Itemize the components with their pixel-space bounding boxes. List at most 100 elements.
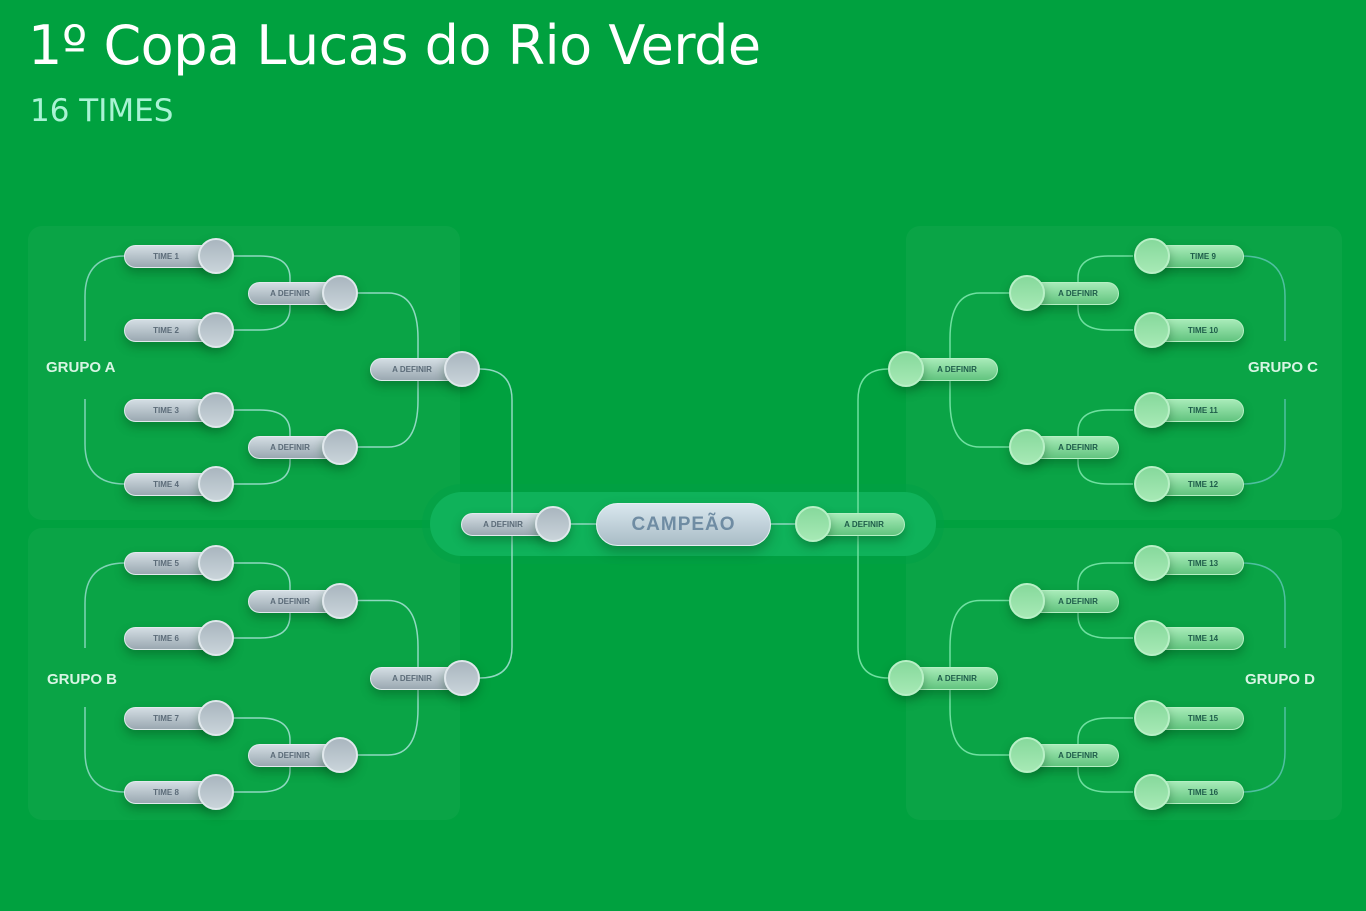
- team-slot-6[interactable]: TIME 6: [124, 620, 234, 656]
- round2-slot[interactable]: A DEFINIR: [248, 429, 358, 465]
- score-circle[interactable]: [198, 466, 234, 502]
- round2-slot[interactable]: A DEFINIR: [1009, 275, 1119, 311]
- score-circle[interactable]: [198, 545, 234, 581]
- round2-slot[interactable]: A DEFINIR: [248, 582, 358, 619]
- slot-label: TIME 9: [1152, 245, 1244, 268]
- score-circle[interactable]: [198, 392, 234, 428]
- score-circle[interactable]: [1134, 312, 1170, 348]
- slot-label: A DEFINIR: [461, 513, 553, 536]
- connector-line: [234, 409, 291, 447]
- champion-slot[interactable]: CAMPEÃO: [596, 503, 771, 546]
- semifinal-slot[interactable]: A DEFINIR: [888, 351, 998, 387]
- score-circle[interactable]: [444, 660, 480, 696]
- connector-line: [1077, 293, 1133, 331]
- score-circle[interactable]: [322, 737, 358, 773]
- score-circle[interactable]: [198, 774, 234, 810]
- score-circle[interactable]: [198, 312, 234, 348]
- connector-line: [84, 255, 126, 341]
- connector-line: [1077, 717, 1133, 755]
- team-slot-1[interactable]: TIME 1: [124, 238, 234, 274]
- score-circle[interactable]: [1009, 429, 1045, 465]
- score-circle[interactable]: [1009, 737, 1045, 773]
- score-circle[interactable]: [322, 582, 358, 619]
- connector-line: [84, 562, 126, 648]
- score-circle[interactable]: [1134, 392, 1170, 428]
- semifinal-slot[interactable]: A DEFINIR: [370, 660, 480, 696]
- slot-label: TIME 1: [124, 245, 216, 268]
- slot-label: TIME 7: [124, 707, 216, 730]
- semifinal-slot[interactable]: A DEFINIR: [888, 660, 998, 696]
- slot-label: TIME 5: [124, 552, 216, 575]
- slot-label: TIME 8: [124, 781, 216, 804]
- score-circle[interactable]: [535, 506, 571, 542]
- score-circle[interactable]: [1134, 238, 1170, 274]
- slot-label: TIME 15: [1152, 707, 1244, 730]
- connector-line: [358, 292, 419, 369]
- team-slot-16[interactable]: TIME 16: [1134, 774, 1244, 810]
- score-circle[interactable]: [198, 238, 234, 274]
- connector-line: [1077, 755, 1133, 793]
- group-label-b: GRUPO B: [47, 671, 118, 688]
- score-circle[interactable]: [1009, 275, 1045, 311]
- connector-line: [1077, 447, 1133, 485]
- page-subtitle: 16 TIMES: [30, 93, 174, 129]
- team-slot-3[interactable]: TIME 3: [124, 392, 234, 428]
- score-circle[interactable]: [198, 620, 234, 656]
- team-slot-5[interactable]: TIME 5: [124, 545, 234, 581]
- team-slot-4[interactable]: TIME 4: [124, 466, 234, 502]
- team-slot-9[interactable]: TIME 9: [1134, 238, 1244, 274]
- slot-label: TIME 13: [1152, 552, 1244, 575]
- score-circle[interactable]: [1134, 545, 1170, 581]
- score-circle[interactable]: [1134, 774, 1170, 810]
- team-slot-15[interactable]: TIME 15: [1134, 700, 1244, 736]
- score-circle[interactable]: [1134, 466, 1170, 502]
- slot-label: A DEFINIR: [906, 667, 998, 690]
- connector-line: [1241, 707, 1286, 793]
- score-circle[interactable]: [1134, 620, 1170, 656]
- score-circle[interactable]: [444, 351, 480, 387]
- slot-label: TIME 2: [124, 319, 216, 342]
- final-slot-left[interactable]: A DEFINIR: [461, 506, 571, 542]
- score-circle[interactable]: [888, 351, 924, 387]
- team-slot-13[interactable]: TIME 13: [1134, 545, 1244, 581]
- connector-line: [234, 755, 291, 793]
- slot-label: TIME 12: [1152, 473, 1244, 496]
- team-slot-11[interactable]: TIME 11: [1134, 392, 1244, 428]
- score-circle[interactable]: [322, 429, 358, 465]
- connector-line: [949, 369, 1009, 448]
- connector-line: [84, 707, 126, 793]
- semifinal-slot[interactable]: A DEFINIR: [370, 351, 480, 387]
- connector-line: [949, 599, 1009, 678]
- connector-line: [84, 399, 126, 485]
- score-circle[interactable]: [1134, 700, 1170, 736]
- slot-label: A DEFINIR: [370, 667, 462, 690]
- connector-line: [949, 292, 1009, 369]
- round2-slot[interactable]: A DEFINIR: [1009, 582, 1119, 619]
- score-circle[interactable]: [1009, 582, 1045, 619]
- slot-label: TIME 3: [124, 399, 216, 422]
- team-slot-14[interactable]: TIME 14: [1134, 620, 1244, 656]
- team-slot-2[interactable]: TIME 2: [124, 312, 234, 348]
- score-circle[interactable]: [322, 275, 358, 311]
- connector-line: [234, 717, 291, 755]
- score-circle[interactable]: [795, 506, 831, 542]
- round2-slot[interactable]: A DEFINIR: [1009, 429, 1119, 465]
- connector-line: [234, 447, 291, 485]
- connector-line: [1241, 562, 1286, 648]
- final-slot-right[interactable]: A DEFINIR: [795, 506, 905, 542]
- team-slot-10[interactable]: TIME 10: [1134, 312, 1244, 348]
- connector-line: [1077, 562, 1133, 601]
- round2-slot[interactable]: A DEFINIR: [248, 737, 358, 773]
- connector-line: [1077, 600, 1133, 639]
- team-slot-7[interactable]: TIME 7: [124, 700, 234, 736]
- team-slot-12[interactable]: TIME 12: [1134, 466, 1244, 502]
- score-circle[interactable]: [198, 700, 234, 736]
- connector-line: [358, 599, 419, 678]
- round2-slot[interactable]: A DEFINIR: [1009, 737, 1119, 773]
- slot-label: TIME 6: [124, 627, 216, 650]
- page-title: 1º Copa Lucas do Rio Verde: [28, 14, 761, 77]
- connector-line: [234, 255, 291, 293]
- score-circle[interactable]: [888, 660, 924, 696]
- round2-slot[interactable]: A DEFINIR: [248, 275, 358, 311]
- team-slot-8[interactable]: TIME 8: [124, 774, 234, 810]
